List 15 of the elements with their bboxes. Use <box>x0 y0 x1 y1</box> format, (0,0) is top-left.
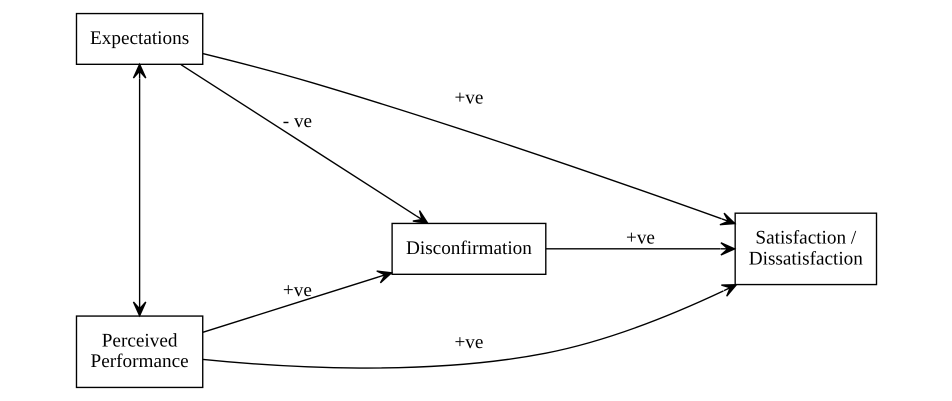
arrow <box>546 242 735 256</box>
edge-label: +ve <box>454 332 483 353</box>
arrow <box>132 64 146 316</box>
node-box: Disconfirmation <box>390 222 546 275</box>
node-box: Satisfaction / Dissatisfaction <box>734 212 877 286</box>
edge-label: +ve <box>282 280 312 301</box>
edge-label: +ve <box>454 88 483 109</box>
arrow <box>180 64 428 224</box>
edge-label: +ve <box>626 228 654 249</box>
arrow <box>202 270 392 333</box>
node-box: Perceived Performance <box>75 315 203 388</box>
edge-label: - ve <box>282 111 312 132</box>
arrow <box>202 52 736 226</box>
arrow <box>202 284 737 369</box>
node-box: Expectations <box>75 12 203 65</box>
